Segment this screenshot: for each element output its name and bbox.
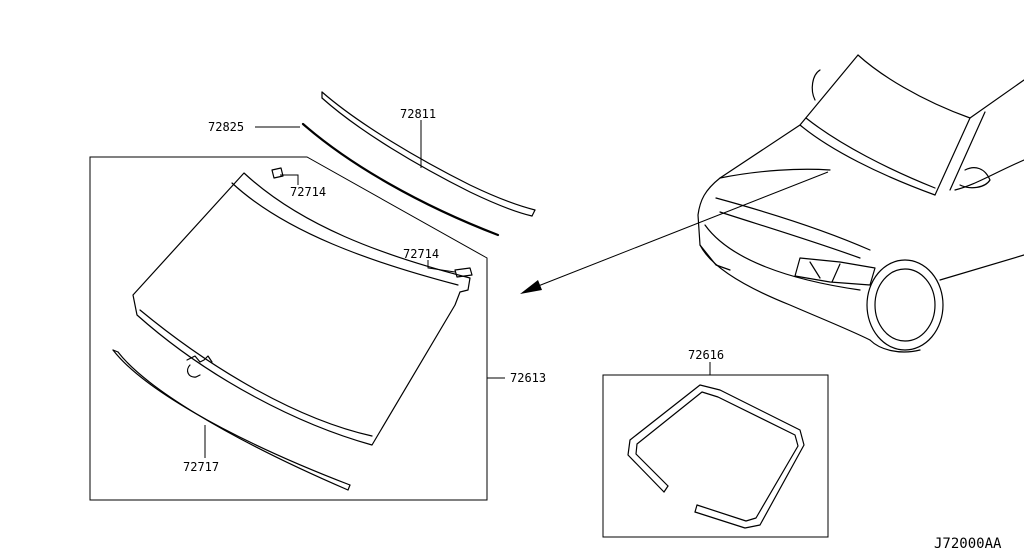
leader-72714-upper	[280, 174, 299, 185]
label-72616: 72616	[688, 348, 724, 362]
assembly-frame	[89, 156, 488, 501]
label-72717: 72717	[183, 460, 219, 474]
location-arrow	[520, 171, 829, 294]
dam-rubber	[627, 384, 805, 529]
upper-seal	[301, 122, 500, 237]
vehicle-front	[697, 54, 1024, 353]
label-72811: 72811	[400, 107, 436, 121]
leader-72714-right	[427, 260, 456, 273]
label-72714-right: 72714	[403, 247, 439, 261]
dam-rubber-frame	[602, 374, 829, 538]
label-72613: 72613	[510, 371, 546, 385]
lower-molding	[112, 349, 351, 491]
label-72714-upper: 72714	[290, 185, 326, 199]
clip-upper	[271, 167, 284, 179]
windshield-glass	[132, 172, 471, 446]
roof-molding	[321, 91, 536, 217]
label-72825: 72825	[208, 120, 244, 134]
clip-right	[454, 267, 473, 278]
drawing-code: J72000AA	[934, 536, 1002, 552]
